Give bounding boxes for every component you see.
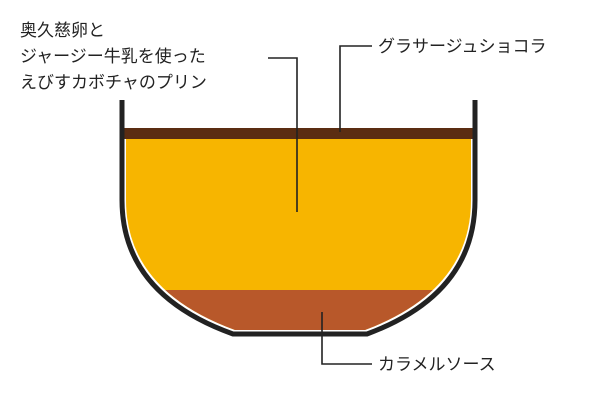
pudding-label-line-1: 奥久慈卵と — [20, 21, 105, 41]
pudding-label-line-3: えびすカボチャのプリン — [20, 73, 207, 93]
glacage-label: グラサージュショコラ — [378, 37, 546, 57]
pudding-label-line-2: ジャージー牛乳を使った — [20, 46, 206, 67]
glacage-layer — [122, 128, 475, 139]
bowl-contents — [126, 135, 471, 330]
pudding-leader-line — [268, 57, 298, 212]
glacage-leader-line — [339, 45, 372, 132]
bowl-outline — [119, 100, 478, 337]
caramel-label: カラメルソース — [378, 355, 496, 375]
caramel-leader-line — [321, 312, 372, 365]
